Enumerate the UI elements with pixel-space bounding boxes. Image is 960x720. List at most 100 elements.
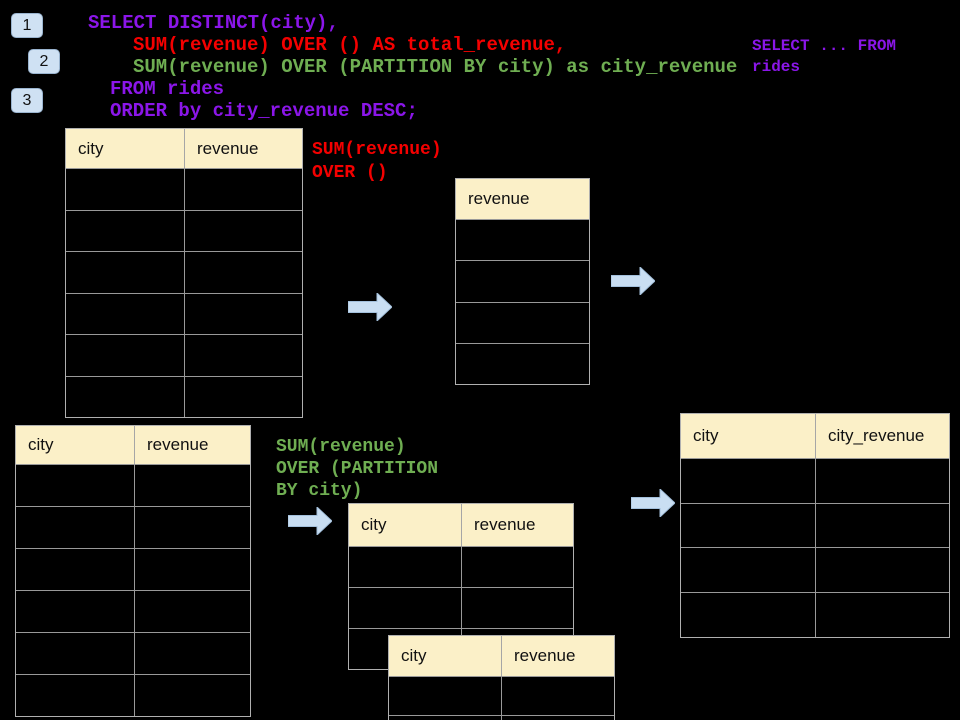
table-header-row: city revenue	[389, 636, 614, 676]
table-row	[16, 506, 250, 548]
table-cell-empty	[502, 715, 614, 720]
table-cell-empty	[816, 592, 949, 637]
flow-arrow-right-icon	[631, 489, 675, 517]
table-cell-empty	[462, 628, 573, 669]
column-header-city: city	[66, 129, 185, 168]
table-header-row: revenue	[456, 179, 589, 219]
table-cell-empty	[681, 547, 816, 593]
table-cell-empty	[185, 251, 302, 293]
table-cell-empty	[349, 546, 462, 587]
table-row	[66, 334, 302, 376]
step-badge-2: 2	[28, 49, 60, 74]
column-header-city: city	[16, 426, 135, 464]
table-row	[681, 592, 949, 637]
table-row	[681, 547, 949, 593]
column-header-city: city	[681, 414, 816, 458]
annotation-partition-line1: SUM(revenue)	[276, 437, 406, 457]
table-cell-empty	[502, 676, 614, 715]
flow-arrow-right-icon	[288, 507, 332, 535]
table-row	[349, 587, 573, 628]
column-header-revenue: revenue	[468, 189, 530, 208]
table-cell-empty	[135, 464, 250, 506]
table-cell-empty	[456, 219, 589, 260]
column-header-revenue: revenue	[514, 646, 576, 665]
table-row	[66, 209, 302, 251]
annotation-total-line1: SUM(revenue)	[312, 140, 442, 160]
table-cell-empty	[456, 260, 589, 301]
flow-arrow-right-icon	[611, 267, 655, 295]
sql-line-select: SELECT DISTINCT(city),	[88, 12, 339, 34]
column-header-revenue: revenue	[147, 435, 209, 454]
table-cell-empty	[681, 458, 816, 503]
table-row	[66, 292, 302, 335]
table-cell-empty	[816, 502, 949, 548]
table-cell-empty	[16, 590, 135, 632]
table-cell-empty	[66, 334, 185, 376]
table-cell-empty	[816, 458, 949, 503]
step-badge-1: 1	[11, 13, 43, 38]
table-cell-empty	[66, 209, 185, 251]
annotation-total-line2: OVER ()	[312, 163, 388, 183]
table-source-rides-bottom: city revenue	[15, 425, 251, 717]
table-cell-empty	[16, 674, 135, 716]
table-cell-empty	[135, 590, 250, 632]
table-cell-empty	[16, 632, 135, 674]
table-row	[456, 219, 589, 260]
column-header-revenue: revenue	[197, 138, 259, 158]
table-cell-empty	[185, 292, 302, 335]
table-cell-empty	[816, 547, 949, 592]
table-cell-empty	[185, 334, 302, 376]
table-header-row: city revenue	[349, 504, 573, 546]
table-cell-empty	[681, 502, 816, 548]
annotation-partition-line2: OVER (PARTITION	[276, 459, 439, 479]
table-row	[349, 546, 573, 587]
table-cell-empty	[135, 548, 250, 590]
table-row	[456, 260, 589, 301]
table-row	[16, 632, 250, 674]
column-header-revenue: revenue	[474, 515, 536, 534]
table-cell-empty	[16, 464, 135, 506]
table-cell-empty	[66, 292, 185, 334]
table-row	[66, 375, 302, 418]
table-cell-empty	[66, 251, 185, 293]
table-row	[456, 342, 589, 384]
table-cell-empty	[462, 587, 573, 628]
table-source-rides-top: city revenue	[65, 128, 303, 418]
sql-line-order-by: ORDER by city_revenue DESC;	[110, 100, 418, 122]
table-cell-empty	[389, 676, 502, 715]
table-cell-empty	[66, 168, 185, 210]
annotation-partition-line3: BY city)	[276, 481, 363, 501]
table-cell-empty	[135, 674, 250, 716]
table-cell-empty	[389, 715, 502, 720]
table-row	[66, 251, 302, 293]
step-badge-3: 3	[11, 88, 43, 113]
table-row	[16, 674, 250, 716]
table-row	[681, 458, 949, 503]
table-header-row: city city_revenue	[681, 414, 949, 458]
table-row	[16, 548, 250, 590]
from-rides-note-line1: SELECT ... FROM	[752, 37, 897, 55]
sql-line-from: FROM rides	[110, 78, 225, 100]
table-row	[389, 676, 614, 715]
table-cell-empty	[185, 168, 302, 210]
table-cell-empty	[185, 375, 302, 418]
table-cell-empty	[462, 546, 573, 587]
table-partition-result: city city_revenue	[680, 413, 950, 638]
column-header-city: city	[389, 636, 502, 676]
table-header-row: city revenue	[66, 129, 302, 168]
table-row	[16, 590, 250, 632]
column-header-city-revenue: city_revenue	[828, 426, 925, 445]
table-cell-empty	[135, 506, 250, 548]
table-partition-step-overlay: city revenue	[388, 635, 615, 720]
sql-line-total-revenue: SUM(revenue) OVER () AS total_revenue,	[133, 34, 567, 56]
flow-arrow-right-icon	[348, 293, 392, 321]
table-cell-empty	[16, 506, 135, 548]
table-row	[16, 464, 250, 506]
table-cell-empty	[456, 301, 589, 343]
table-row	[456, 301, 589, 343]
table-partition-step: city revenue	[348, 503, 574, 670]
sql-line-city-revenue: SUM(revenue) OVER (PARTITION BY city) as…	[133, 56, 738, 78]
column-header-city: city	[349, 504, 462, 546]
table-cell-empty	[135, 632, 250, 674]
